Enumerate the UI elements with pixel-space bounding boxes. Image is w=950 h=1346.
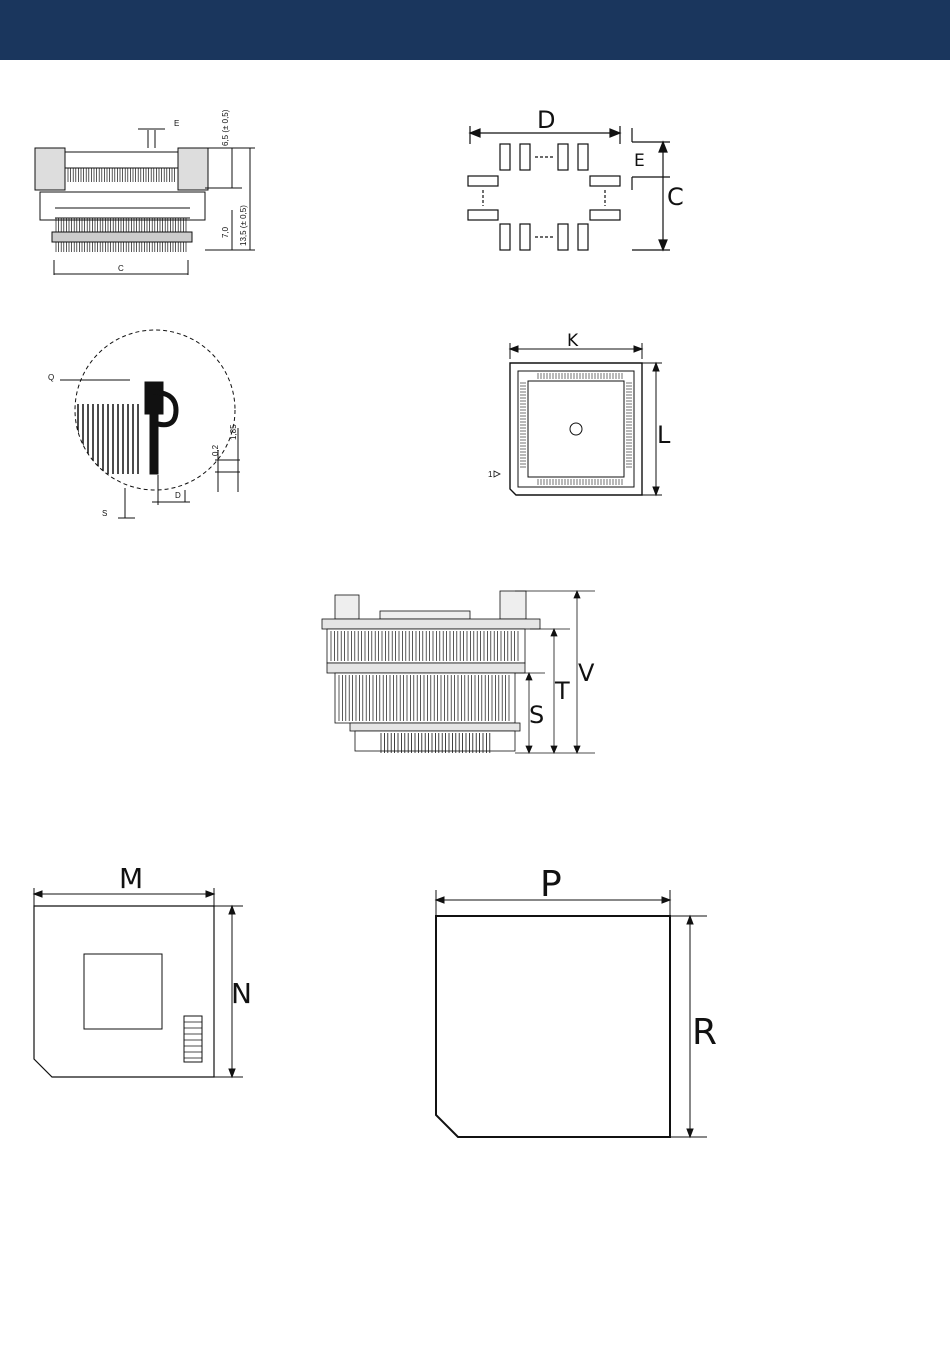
right-top-block (178, 148, 208, 190)
fig6-label-n: N (231, 977, 252, 1010)
fig6-label-m: M (119, 862, 143, 895)
socket-top-view-diagram: K L 1 (480, 325, 700, 505)
fig1-dim-bottom: 7,0 (221, 226, 230, 238)
fig7-label-r: R (692, 1012, 717, 1053)
fig2-label-e: E (634, 151, 645, 171)
fig2-label-c: C (667, 183, 684, 211)
adapter-stack-side-view-diagram: S T V (315, 585, 615, 765)
fig1-label-c: C (118, 264, 124, 273)
footprint-pad-layout-diagram: D E C (460, 100, 710, 270)
pin-detail-zoom-diagram: Q S D 0,2 1,85 (40, 320, 260, 530)
fig1-dim-top: 6,5 (± 0,5) (221, 109, 230, 146)
fig3-label-s: S (102, 509, 107, 518)
pin1-triangle-icon (494, 471, 500, 477)
fig3-label-q: Q (48, 373, 54, 382)
fig5-label-v: V (578, 659, 595, 687)
fig5-label-t: T (554, 677, 570, 705)
fig4-label-k: K (567, 331, 579, 351)
middle-board (40, 192, 205, 220)
fig4-label-l: L (657, 421, 671, 449)
fig3-label-d: D (175, 491, 181, 500)
fig7-label-p: P (540, 864, 562, 905)
board-outline-p-r-diagram: P R (425, 860, 735, 1150)
fig3-dim-b: 1,85 (229, 424, 238, 440)
fig1-label-e: E (174, 119, 179, 128)
header-bar (0, 0, 950, 60)
fig2-label-d: D (537, 106, 555, 134)
fig3-dim-a: 0,2 (211, 444, 220, 456)
fig5-label-s: S (529, 701, 544, 729)
board-outline-m-n-diagram: M N (25, 860, 295, 1090)
fig1-dim-total: 13,5 (± 0,5) (239, 205, 248, 246)
fig4-pin1-marker: 1 (488, 470, 493, 479)
left-top-block (35, 148, 65, 190)
connector-side-view-diagram: E C 6,5 (± 0,5) 13,5 (± 0,5) 7,0 (30, 100, 280, 285)
